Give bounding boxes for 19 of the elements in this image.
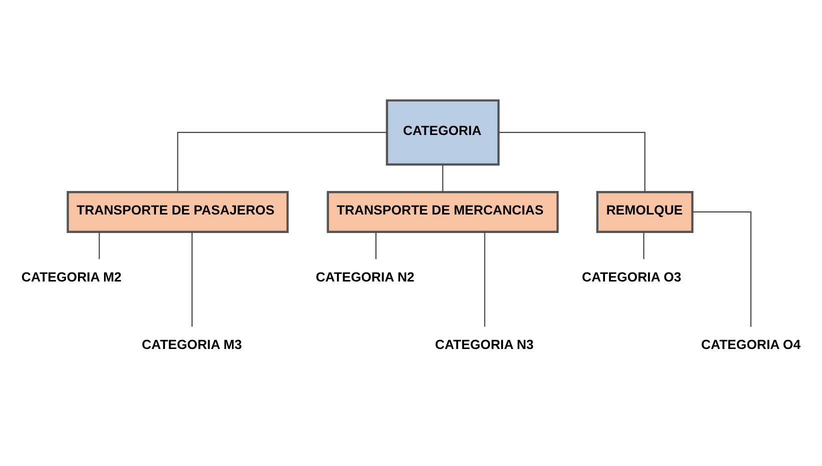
node-text: CATEGORIA M3 [142,336,242,352]
node-box: CATEGORIA [386,98,500,166]
node-box: TRANSPORTE DE PASAJEROS [66,190,289,232]
connector [692,210,752,326]
connector [484,231,486,326]
connector [643,232,644,259]
node-text: CATEGORIA N2 [316,269,414,284]
node-text: CATEGORIA O3 [582,269,682,284]
connector [375,232,376,259]
connector [442,164,444,192]
node-text: CATEGORIA N3 [435,336,534,352]
connector [192,231,193,326]
connector [499,131,646,192]
connector [98,232,100,259]
node-box: TRANSPORTE DE MERCANCIAS [326,190,559,232]
node-text: CATEGORIA M2 [21,269,122,284]
node-box: REMOLQUE [596,190,694,232]
connector [177,131,387,192]
node-text: CATEGORIA O4 [701,336,801,352]
